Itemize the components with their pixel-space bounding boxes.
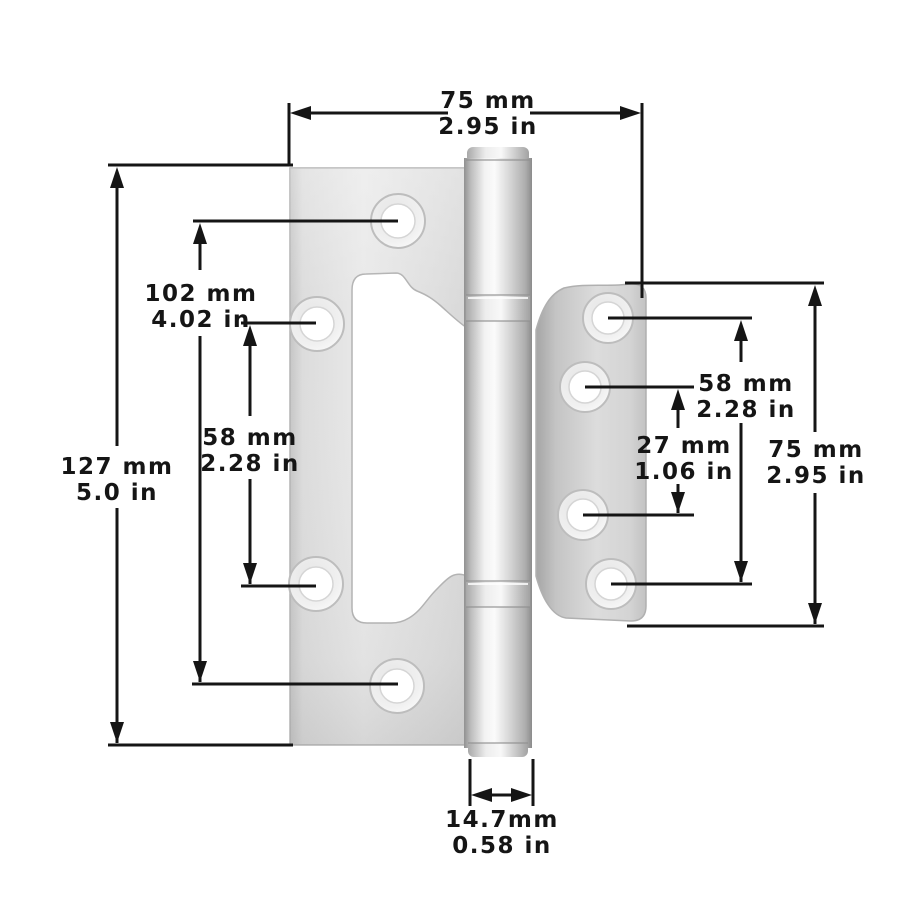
dim-leaf-inner-hole-span-in: 1.06 in	[634, 459, 734, 485]
arrow-up-icon	[243, 325, 257, 346]
arrow-up-icon	[193, 223, 207, 244]
dim-plate-height-mm: 127 mm	[61, 454, 174, 480]
dim-plate-inner-hole-span: 58 mm 2.28 in	[200, 321, 316, 588]
barrel-groove-upper	[466, 295, 530, 321]
arrow-down-icon	[734, 561, 748, 582]
dimension-annotations: 75 mm 2.95 in 127 mm 5.0 in 102 mm 4.02 …	[61, 88, 866, 859]
arrow-right-icon	[620, 106, 641, 120]
arrow-up-icon	[671, 389, 685, 410]
dim-top-width-in: 2.95 in	[438, 114, 538, 140]
hinge-barrel	[464, 147, 532, 757]
dim-plate-hole-span-in: 4.02 in	[151, 307, 251, 333]
hinge-illustration	[288, 147, 647, 757]
dim-plate-inner-hole-span-in: 2.28 in	[200, 451, 300, 477]
arrow-down-icon	[193, 661, 207, 682]
arrow-up-icon	[110, 167, 124, 188]
hinge-right-leaf	[535, 283, 647, 622]
dim-leaf-hole-span: 58 mm 2.28 in	[608, 316, 796, 586]
arrow-down-icon	[808, 603, 822, 624]
dim-leaf-inner-hole-span-mm: 27 mm	[636, 433, 731, 459]
dim-knuckle-diameter: 14.7mm 0.58 in	[445, 759, 559, 859]
arrow-down-icon	[110, 722, 124, 743]
dim-knuckle-diameter-in: 0.58 in	[452, 833, 552, 859]
dim-top-width: 75 mm 2.95 in	[287, 88, 644, 298]
screw-hole-plate-lower-left	[288, 556, 344, 612]
dim-leaf-hole-span-in: 2.28 in	[696, 397, 796, 423]
screw-hole-plate-bottom	[369, 658, 425, 714]
dim-plate-hole-span: 102 mm 4.02 in	[145, 219, 398, 686]
barrel-body	[464, 158, 532, 748]
arrow-up-icon	[808, 285, 822, 306]
barrel-bottom-cap	[468, 743, 528, 757]
arrow-down-icon	[671, 492, 685, 513]
dim-plate-inner-hole-span-mm: 58 mm	[202, 425, 297, 451]
arrow-down-icon	[243, 563, 257, 584]
arrow-left-icon	[290, 106, 311, 120]
arrow-right-icon	[511, 788, 532, 802]
dim-knuckle-diameter-mm: 14.7mm	[445, 807, 559, 833]
arrow-left-icon	[471, 788, 492, 802]
dim-plate-height-in: 5.0 in	[76, 480, 158, 506]
arrow-up-icon	[734, 320, 748, 341]
dim-leaf-height: 75 mm 2.95 in	[625, 281, 866, 628]
dim-leaf-inner-hole-span: 27 mm 1.06 in	[583, 385, 734, 517]
dim-leaf-hole-span-mm: 58 mm	[698, 371, 793, 397]
dim-plate-height: 127 mm 5.0 in	[61, 163, 293, 747]
dim-top-width-mm: 75 mm	[440, 88, 535, 114]
barrel-groove-lower	[466, 581, 530, 607]
dim-leaf-height-in: 2.95 in	[766, 463, 866, 489]
dim-plate-hole-span-mm: 102 mm	[145, 281, 258, 307]
hinge-left-plate-sheen	[290, 168, 500, 745]
dim-leaf-height-mm: 75 mm	[768, 437, 863, 463]
